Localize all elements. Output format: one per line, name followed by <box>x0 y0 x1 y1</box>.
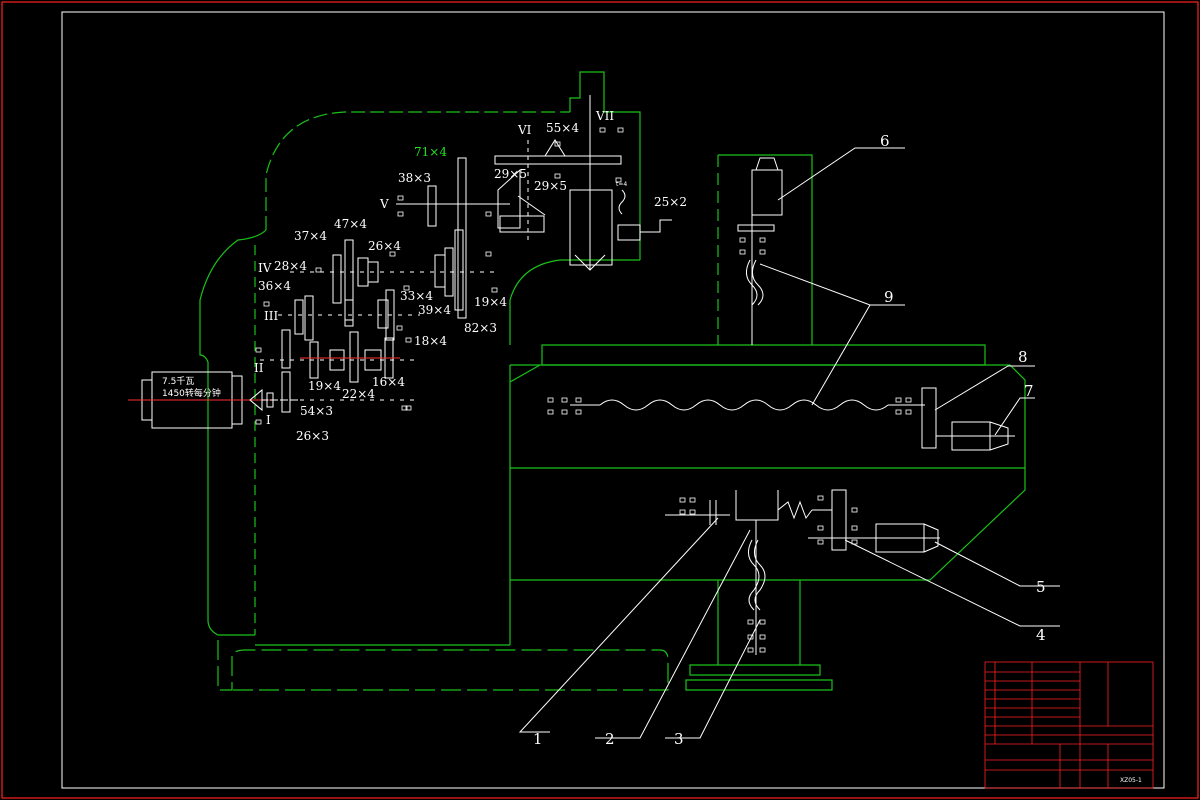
gear-label-26x3: 26×3 <box>296 429 329 443</box>
callout-6: 6 <box>880 132 890 150</box>
shaft-label-VII: VII <box>595 109 614 123</box>
motor-power-label: 7.5千瓦 <box>162 376 194 387</box>
shaft-label-IV: IV <box>258 261 272 275</box>
gear-label-82x3: 82×3 <box>464 321 497 335</box>
callout-2: 2 <box>605 730 615 748</box>
gear-label-19x4-lower: 19×4 <box>308 379 341 393</box>
gear-label-19x4-upper: 19×4 <box>474 295 507 309</box>
gear-label-36x4: 36×4 <box>258 279 291 293</box>
callout-7: 7 <box>1024 382 1034 400</box>
callout-leaders <box>518 147 1060 739</box>
gear-label-25x2: 25×2 <box>654 195 687 209</box>
vertical-motor <box>751 169 783 216</box>
gear-label-22x4: 22×4 <box>342 387 375 401</box>
transmission-gearing <box>128 95 1015 655</box>
shaft-label-VI: VI <box>517 123 532 137</box>
cross-feed-motor <box>875 523 925 553</box>
callout-3: 3 <box>674 730 684 748</box>
gear-label-t4: t=4 <box>616 181 627 188</box>
motor-speed-label: 1450转每分钟 <box>162 387 221 399</box>
gear-label-71x4: 71×4 <box>414 145 447 159</box>
gear-label-16x4: 16×4 <box>372 375 405 389</box>
shaft-label-V: V <box>379 197 389 211</box>
callout-5: 5 <box>1036 578 1046 596</box>
gear-label-33x4: 33×4 <box>400 289 433 303</box>
shaft-label-II: II <box>254 361 264 375</box>
callout-9: 9 <box>884 288 894 306</box>
gear-label-54x3: 54×3 <box>300 404 333 418</box>
gear-label-18x4: 18×4 <box>414 334 447 348</box>
inner-frame <box>61 11 1165 789</box>
callout-4: 4 <box>1036 626 1046 644</box>
shaft-label-III: III <box>264 309 278 323</box>
gear-label-39x4: 39×4 <box>418 303 451 317</box>
gear-label-55x4: 55×4 <box>546 121 579 135</box>
callout-1: 1 <box>533 730 543 748</box>
shaft-label-I: I <box>266 413 271 427</box>
gear-label-28x4: 28×4 <box>274 259 307 273</box>
gear-label-29x5-right: 29×5 <box>534 179 567 193</box>
gear-label-37x4: 37×4 <box>294 229 327 243</box>
title-block-code: XZ05-1 <box>1120 777 1142 784</box>
title-block <box>984 661 1154 789</box>
gear-label-26x4: 26×4 <box>368 239 401 253</box>
gear-label-38x3: 38×3 <box>398 171 431 185</box>
callout-8: 8 <box>1018 348 1028 366</box>
gear-label-47x4: 47×4 <box>334 217 367 231</box>
bearing-symbols <box>255 127 912 653</box>
machine-body-outline <box>199 71 1026 691</box>
gear-label-29x5-left: 29×5 <box>494 167 527 181</box>
